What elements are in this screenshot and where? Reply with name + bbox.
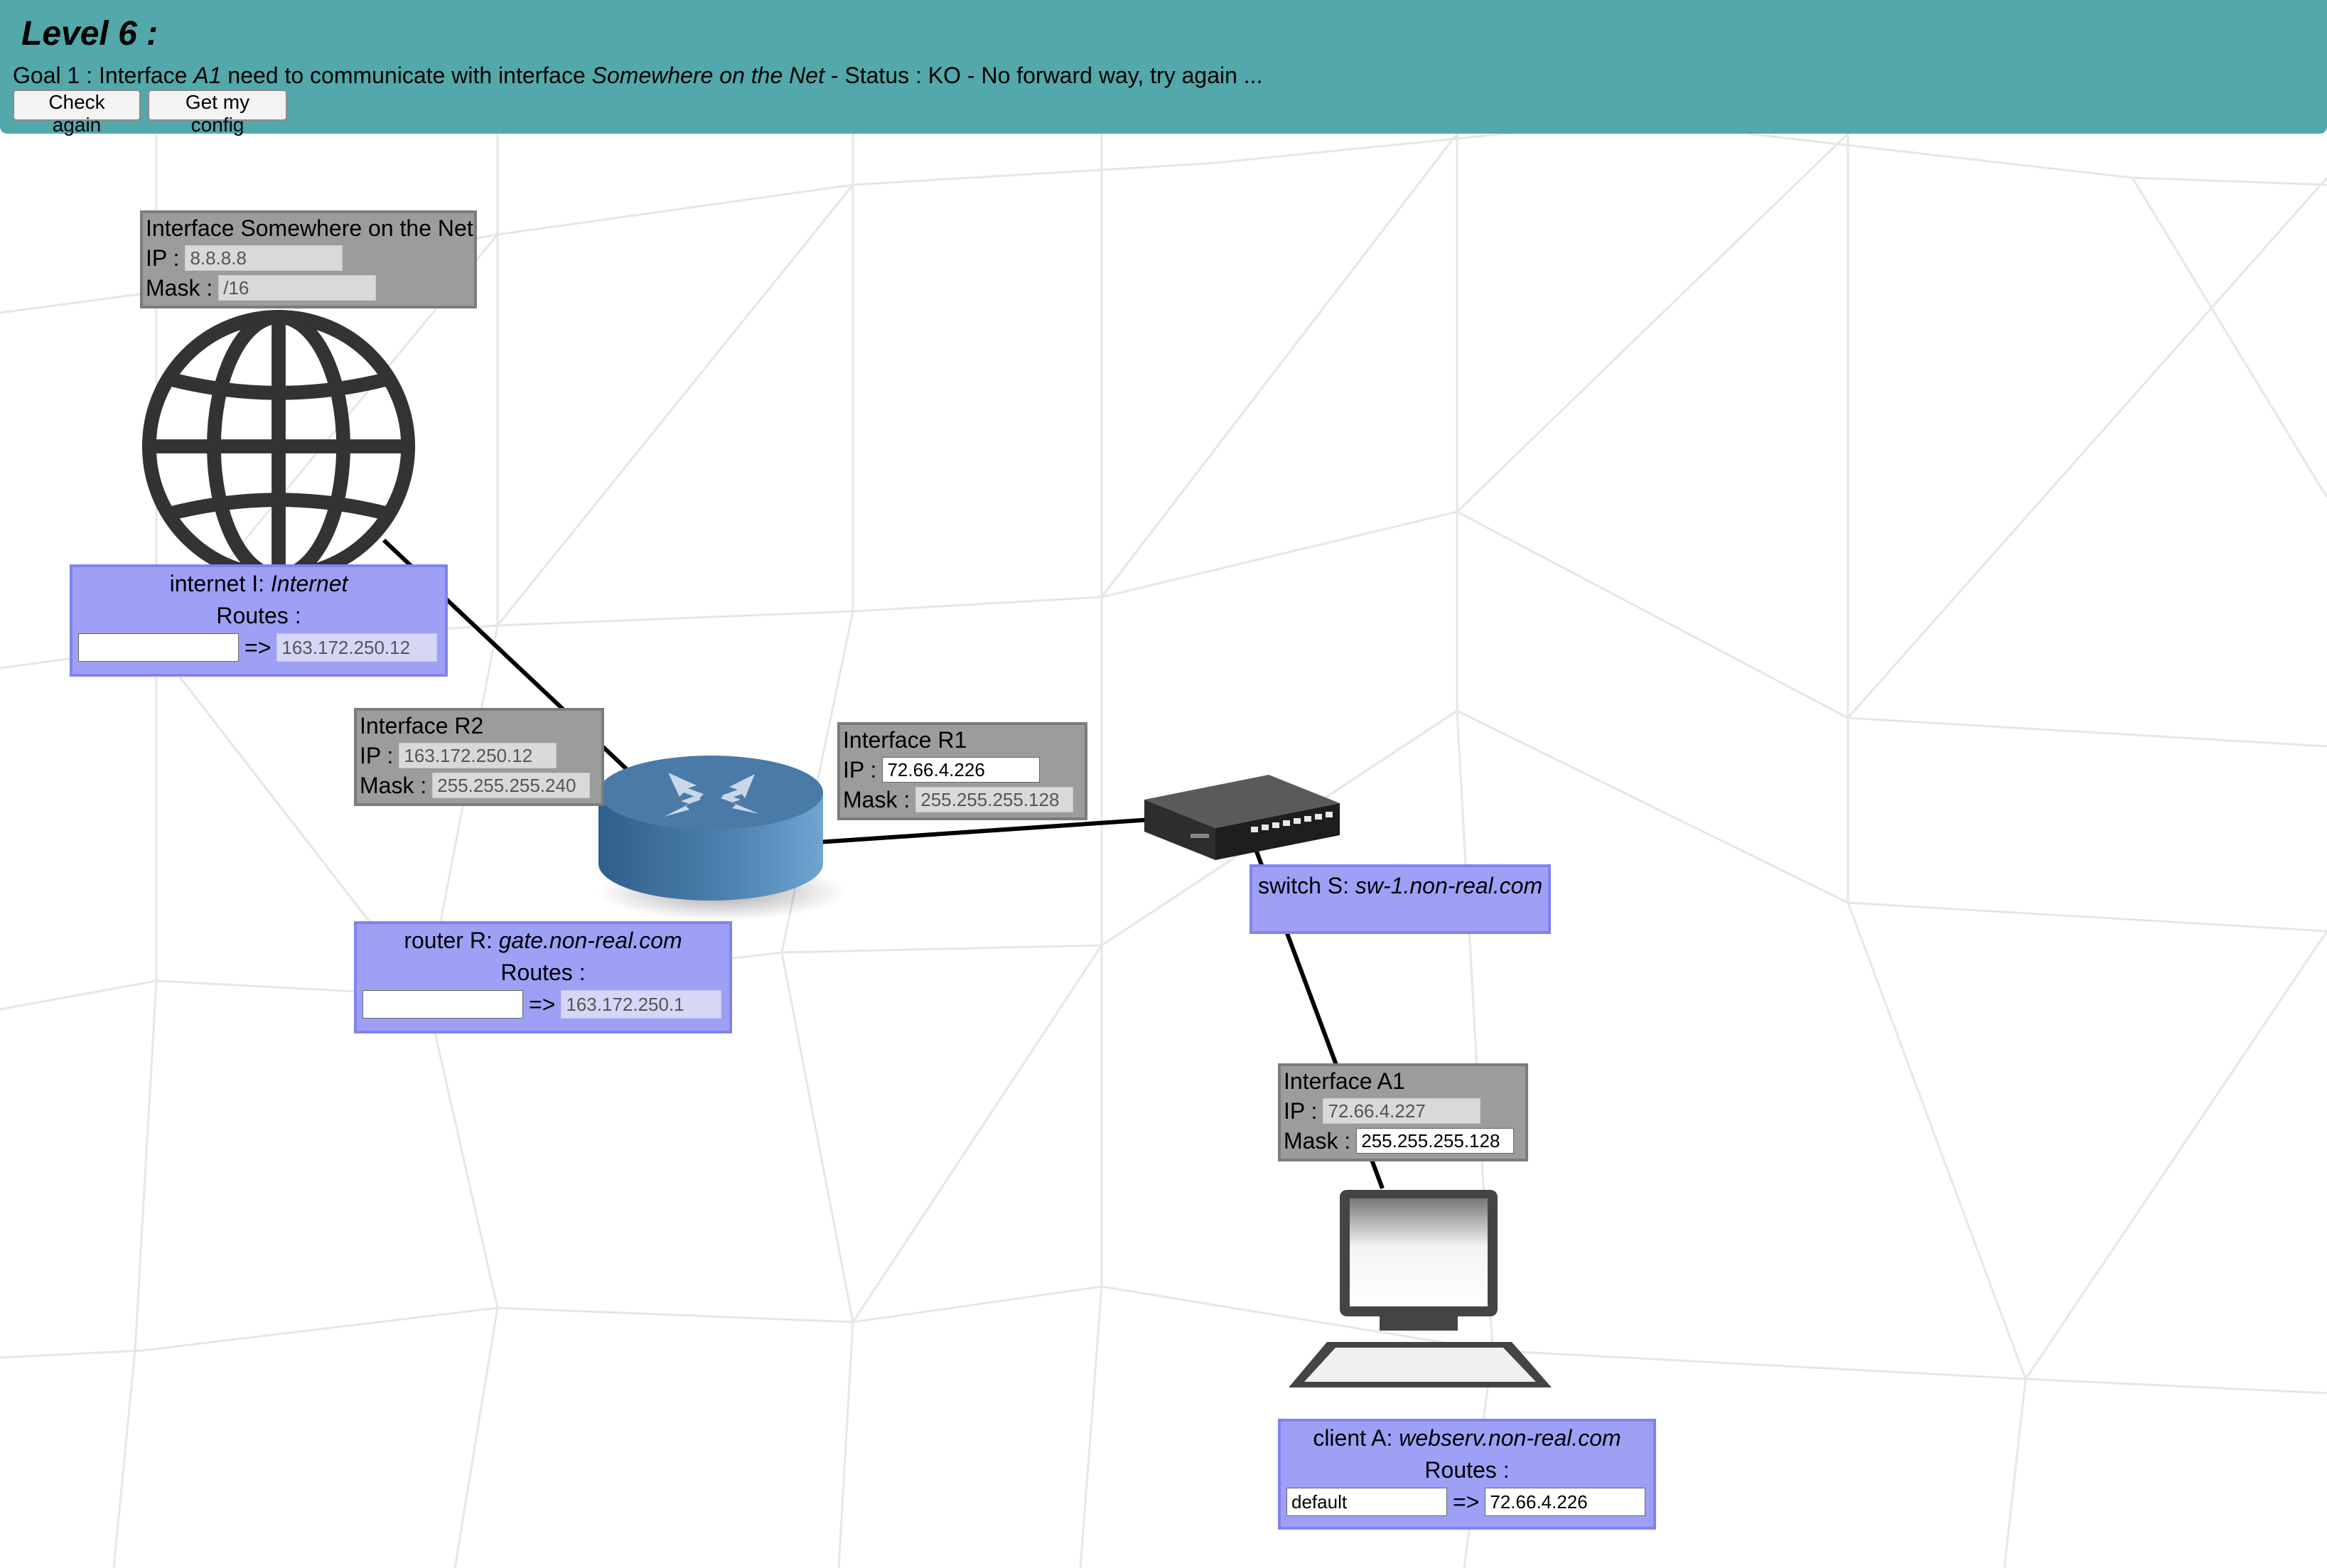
check-again-button[interactable]: Check again	[13, 90, 141, 136]
route-gateway-field	[276, 633, 438, 662]
router-icon[interactable]	[590, 743, 846, 928]
link-router-switch	[817, 817, 1152, 844]
route-destination-input[interactable]	[1286, 1488, 1447, 1516]
ip-field	[399, 743, 557, 768]
ip-field	[185, 245, 343, 271]
node-type-label: client A:	[1313, 1425, 1399, 1451]
node-title: client A: webserv.non-real.com	[1281, 1422, 1653, 1454]
route-row: =>	[72, 631, 445, 664]
node-name: Internet	[270, 571, 348, 596]
level-title: Level 6 :	[21, 15, 158, 53]
interface-title: Interface R1	[843, 727, 967, 753]
route-gateway-field	[561, 990, 722, 1019]
route-row: =>	[1281, 1486, 1653, 1518]
route-destination-input[interactable]	[362, 990, 523, 1019]
interface-title: Interface Somewhere on the Net	[146, 215, 473, 241]
node-type-label: switch S:	[1258, 873, 1355, 898]
route-destination-input[interactable]	[78, 633, 239, 662]
mask-field	[915, 787, 1074, 812]
interface-r1: Interface R1 IP : Mask :	[837, 722, 1087, 820]
switch-node-card: switch S: sw-1.non-real.com	[1250, 864, 1551, 934]
ip-label: IP :	[360, 743, 394, 768]
get-my-config-button[interactable]: Get my config	[148, 90, 287, 136]
ip-input[interactable]	[882, 757, 1041, 783]
node-type-label: router R:	[404, 928, 499, 953]
goal-status-line: Goal 1 : Interface A1 need to communicat…	[13, 63, 1262, 89]
interface-a1: Interface A1 IP : Mask :	[1278, 1063, 1528, 1161]
route-arrow: =>	[244, 634, 272, 660]
node-type-label: internet I:	[169, 571, 271, 596]
goal-target-interface: Somewhere on the Net	[591, 63, 824, 88]
internet-node-card: internet I: Internet Routes : =>	[70, 564, 448, 677]
goal-source-interface: A1	[193, 63, 222, 88]
switch-icon[interactable]	[1137, 771, 1343, 864]
route-arrow: =>	[529, 991, 556, 1017]
mask-field	[218, 275, 377, 301]
ip-label: IP :	[843, 757, 877, 783]
node-title: internet I: Internet	[72, 567, 445, 600]
router-node-card: router R: gate.non-real.com Routes : =>	[354, 921, 732, 1033]
interface-title: Interface A1	[1284, 1068, 1405, 1094]
mask-label: Mask :	[360, 773, 427, 798]
mask-label: Mask :	[843, 787, 910, 812]
mask-field	[432, 773, 591, 798]
mask-label: Mask :	[146, 275, 213, 301]
node-title: switch S: sw-1.non-real.com	[1252, 867, 1548, 901]
header-bar: Level 6 : Goal 1 : Interface A1 need to …	[0, 0, 2327, 136]
routes-label: Routes :	[500, 960, 586, 985]
computer-icon[interactable]	[1283, 1187, 1560, 1393]
ip-label: IP :	[1284, 1098, 1318, 1124]
node-name: webserv.non-real.com	[1399, 1425, 1621, 1451]
node-name: gate.non-real.com	[498, 928, 682, 953]
interface-r2: Interface R2 IP : Mask :	[354, 708, 604, 806]
ip-field	[1323, 1098, 1481, 1124]
routes-label: Routes :	[216, 603, 301, 628]
route-gateway-input[interactable]	[1485, 1488, 1646, 1516]
interface-somewhere-on-the-net: Interface Somewhere on the Net IP : Mask…	[140, 210, 477, 308]
goal-prefix: Goal 1 : Interface	[13, 63, 194, 88]
node-name: sw-1.non-real.com	[1355, 873, 1543, 898]
goal-middle: need to communicate with interface	[221, 63, 592, 88]
route-arrow: =>	[1453, 1488, 1480, 1515]
node-title: router R: gate.non-real.com	[357, 924, 729, 957]
routes-label: Routes :	[1424, 1457, 1510, 1483]
globe-icon[interactable]	[138, 306, 419, 587]
mask-label: Mask :	[1284, 1128, 1351, 1154]
client-node-card: client A: webserv.non-real.com Routes : …	[1278, 1419, 1656, 1530]
goal-status: - Status : KO - No forward way, try agai…	[824, 63, 1263, 88]
mask-input[interactable]	[1356, 1128, 1515, 1154]
interface-title: Interface R2	[360, 713, 484, 739]
route-row: =>	[357, 988, 729, 1021]
ip-label: IP :	[146, 245, 180, 271]
